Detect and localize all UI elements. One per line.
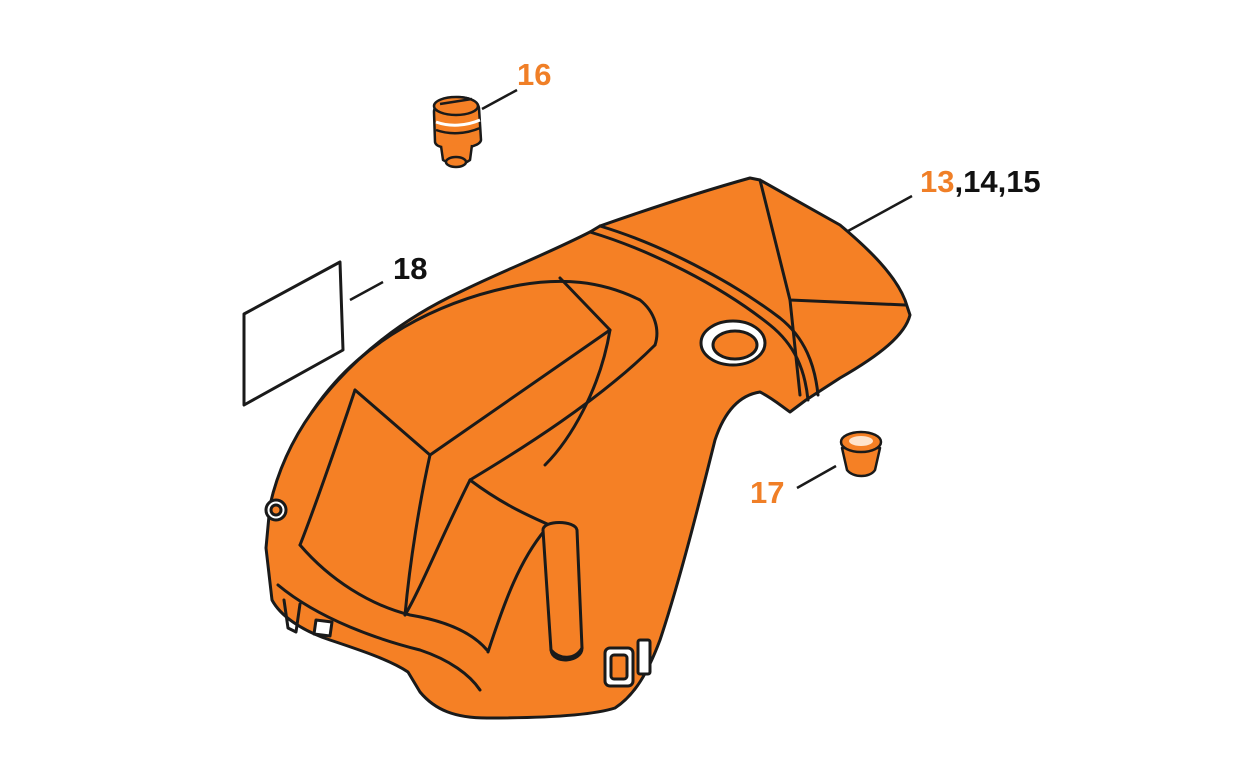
callout-17: 17 [750, 477, 784, 508]
leader-line-17 [796, 464, 837, 490]
leader-line-13 [847, 194, 913, 233]
callout-13-14-15: 13,14,15 [920, 166, 1041, 197]
rubber-buffer-icon[interactable] [839, 430, 883, 478]
screw-plug-icon[interactable] [432, 95, 483, 169]
leader-line-16 [481, 88, 518, 111]
callout-18-rest: 18 [393, 251, 428, 286]
callout-18: 18 [393, 253, 427, 284]
leader-lines [349, 88, 913, 490]
callout-16-highlight: 16 [517, 57, 552, 92]
shroud-cover-icon[interactable] [264, 176, 912, 720]
callout-16: 16 [517, 59, 551, 90]
callout-13-highlight: 13 [920, 164, 955, 199]
callout-17-highlight: 17 [750, 475, 785, 510]
callout-13-rest: ,14,15 [954, 164, 1041, 199]
leader-line-18 [349, 280, 384, 302]
label-plate-icon[interactable] [242, 260, 345, 407]
